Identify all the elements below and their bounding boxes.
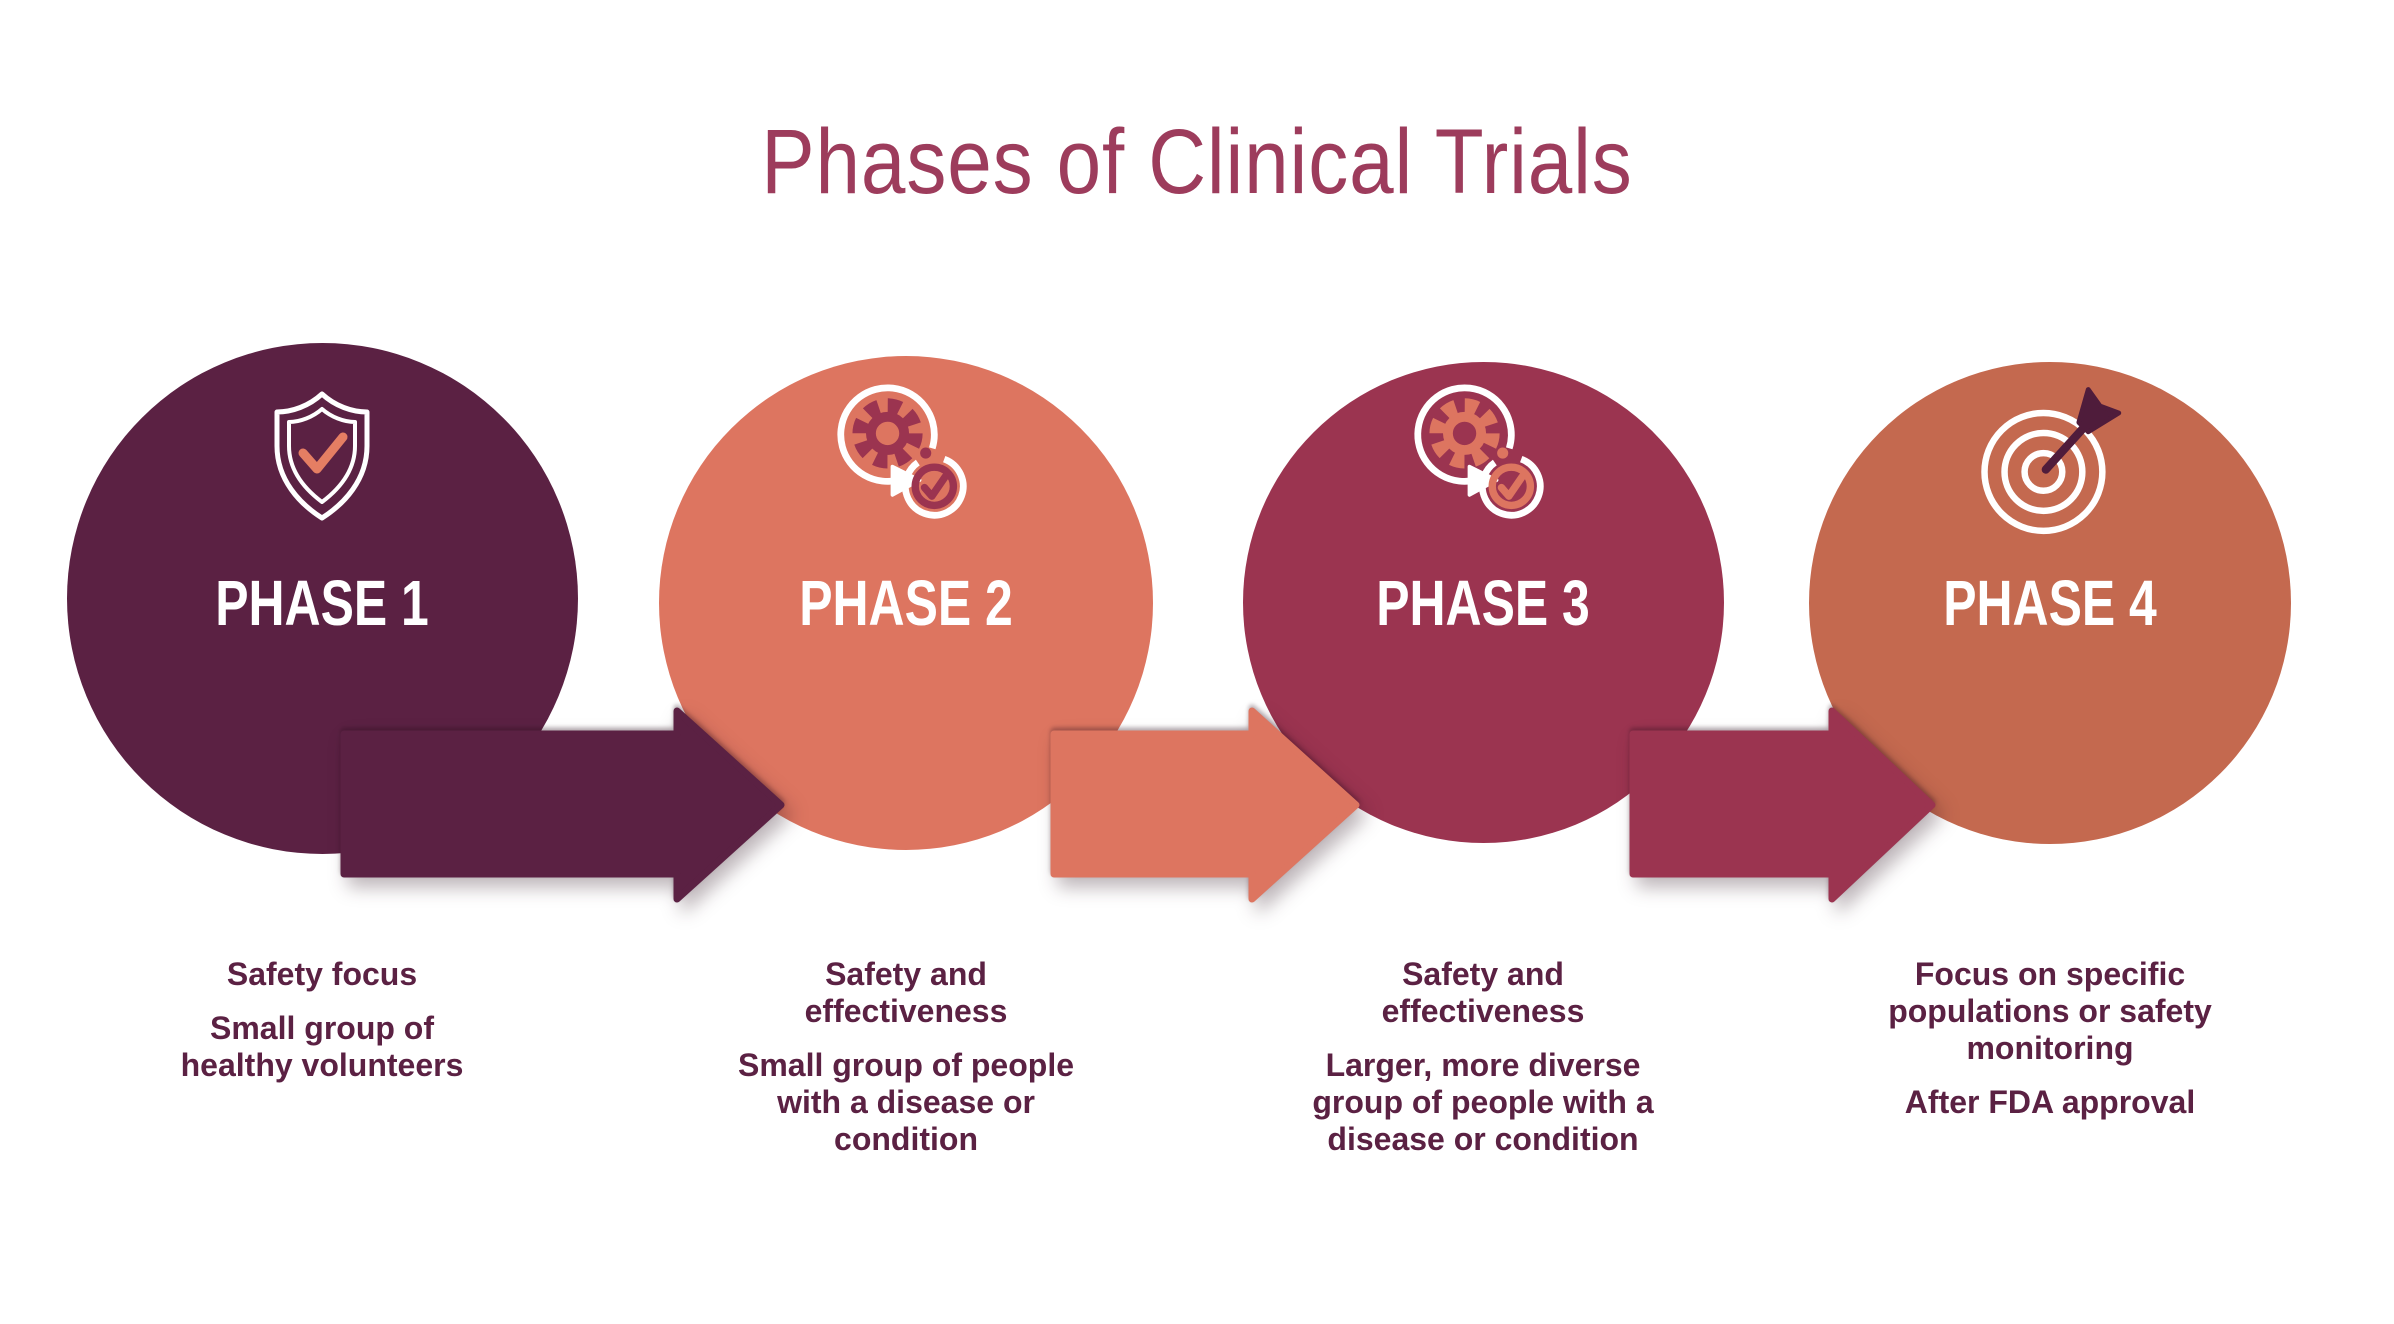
phase-4-description: Focus on specific populations or safety … xyxy=(1800,956,2300,1138)
shield-check-icon xyxy=(274,391,370,521)
description-paragraph: Focus on specific populations or safety … xyxy=(1888,956,2212,1067)
gear-cycle-check-icon xyxy=(837,384,967,519)
description-paragraph: Small group of healthy volunteers xyxy=(180,1010,464,1084)
description-paragraph: Small group of people with a disease or … xyxy=(737,1047,1074,1158)
description-paragraph: Larger, more diverse group of people wit… xyxy=(1312,1047,1654,1158)
description-paragraph: Safety and effectiveness xyxy=(1381,956,1585,1030)
phase-1-description: Safety focus Small group of healthy volu… xyxy=(72,956,572,1101)
target-arrow-icon xyxy=(1981,387,2122,535)
flow-arrow-2-icon xyxy=(1050,707,1360,903)
phase-2-description: Safety and effectiveness Small group of … xyxy=(656,956,1156,1176)
gear-cycle-check-icon xyxy=(1414,384,1544,519)
phase-4-label: PHASE 4 xyxy=(1943,567,2157,639)
phase-3-label: PHASE 3 xyxy=(1376,567,1590,639)
description-paragraph: Safety focus xyxy=(226,956,418,992)
page-title: Phases of Clinical Trials xyxy=(761,111,1633,213)
phase-2-label: PHASE 2 xyxy=(799,567,1013,639)
description-paragraph: Safety and effectiveness xyxy=(804,956,1008,1030)
flow-arrow-3-icon xyxy=(1629,707,1936,903)
phase-1-label: PHASE 1 xyxy=(215,567,429,639)
description-paragraph: After FDA approval xyxy=(1904,1084,2196,1121)
flow-arrow-1-icon xyxy=(340,707,785,903)
phase-3-description: Safety and effectiveness Larger, more di… xyxy=(1233,956,1733,1176)
